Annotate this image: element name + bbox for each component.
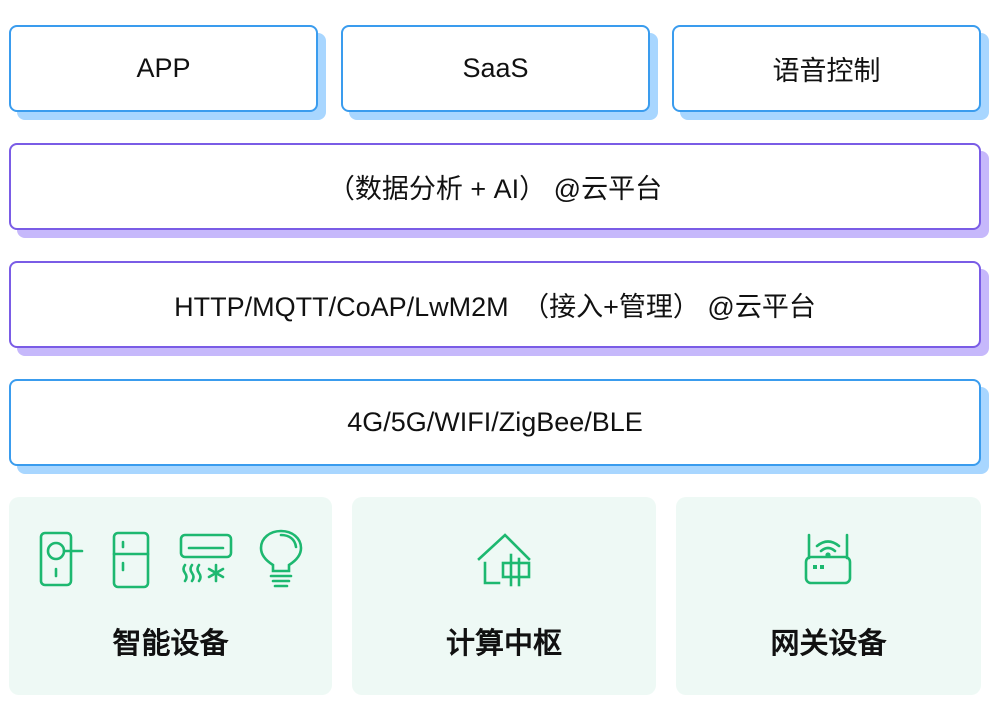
network-layer: 4G/5G/WIFI/ZigBee/BLE <box>9 379 981 466</box>
analytics-label: （数据分析 + AI） @云平台 <box>327 174 663 204</box>
analytics-layer: （数据分析 + AI） @云平台 <box>9 143 981 230</box>
protocol-layer: HTTP/MQTT/CoAP/LwM2M （接入+管理） @云平台 <box>9 261 981 348</box>
voice-control-box: 语音控制 <box>672 25 981 112</box>
smart-lock-icon <box>39 531 85 587</box>
compute-hub-card: 计算中枢 <box>352 497 656 695</box>
smart-devices-label: 智能设备 <box>112 628 229 660</box>
app-box: APP <box>9 25 318 112</box>
refrigerator-icon <box>112 531 150 589</box>
saas-label: SaaS <box>462 53 529 83</box>
saas-box: SaaS <box>341 25 650 112</box>
app-label: APP <box>136 53 191 83</box>
protocol-label: HTTP/MQTT/CoAP/LwM2M （接入+管理） @云平台 <box>174 292 816 322</box>
router-icon <box>804 533 854 587</box>
gateway-devices-card: 网关设备 <box>676 497 981 695</box>
air-conditioner-icon <box>179 533 233 585</box>
home-hub-icon <box>477 533 533 587</box>
gateway-devices-label: 网关设备 <box>770 628 887 660</box>
light-bulb-icon <box>259 529 305 591</box>
network-label: 4G/5G/WIFI/ZigBee/BLE <box>347 407 643 437</box>
compute-hub-label: 计算中枢 <box>445 628 562 660</box>
smart-devices-card: 智能设备 <box>9 497 332 695</box>
voice-control-label: 语音控制 <box>772 56 881 86</box>
